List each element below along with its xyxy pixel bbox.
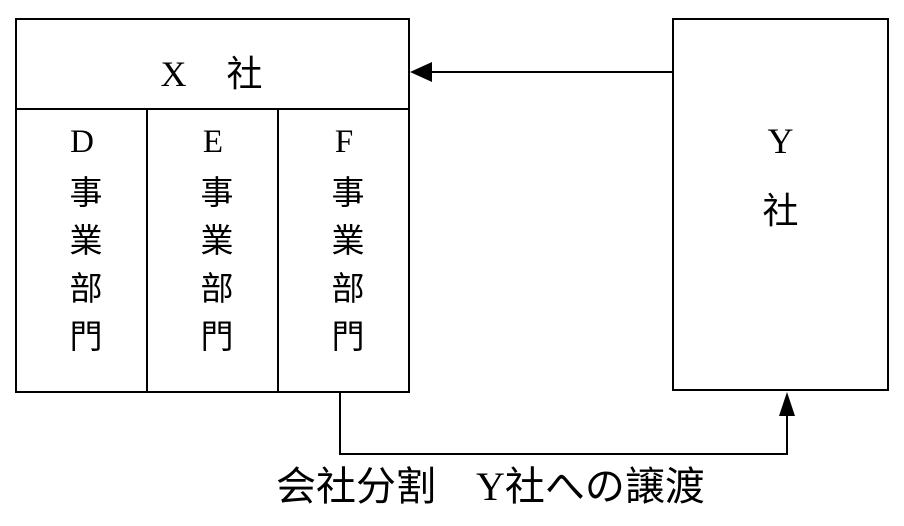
- x-company-box: X 社 D事業部門 E事業部門 F事業部門: [15, 18, 410, 393]
- x-company-title: X 社: [17, 20, 408, 110]
- division-d-label: D事業部門: [64, 124, 100, 367]
- division-e-label: E事業部門: [195, 124, 231, 367]
- caption: 会社分割 Y社への譲渡: [276, 464, 705, 509]
- division-e: E事業部門: [146, 110, 277, 391]
- arrow-split-to-y-icon: [339, 392, 795, 455]
- arrow-y-to-x-icon: [410, 62, 672, 82]
- division-f: F事業部門: [277, 110, 408, 391]
- x-company-divisions: D事業部門 E事業部門 F事業部門: [17, 110, 408, 391]
- y-company-label-line1: Y: [767, 121, 794, 161]
- y-company-label-line2: 社: [762, 191, 799, 231]
- division-d: D事業部門: [17, 110, 146, 391]
- division-f-label: F事業部門: [326, 124, 362, 367]
- y-company-box: Y 社: [672, 18, 889, 391]
